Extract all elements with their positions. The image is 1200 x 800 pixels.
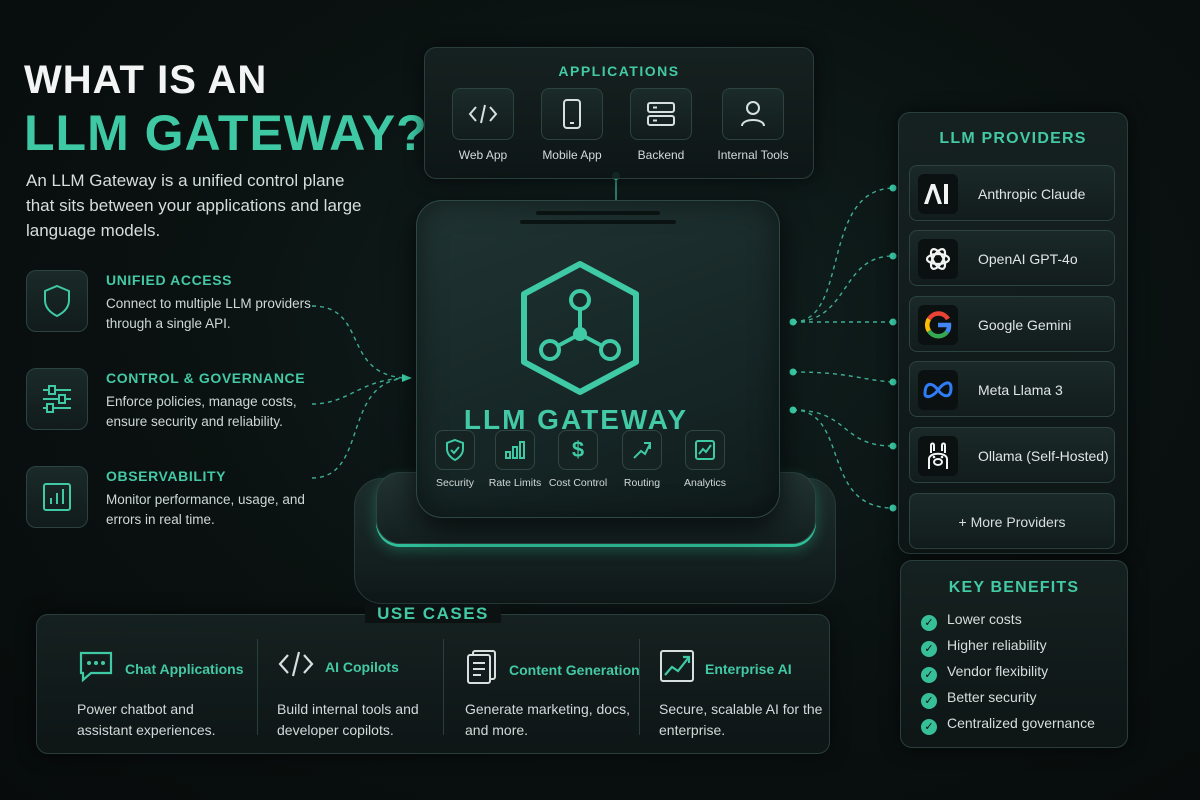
gateway-title: LLM GATEWAY <box>463 404 689 435</box>
shield-check-icon <box>435 430 475 470</box>
app-label: Backend <box>637 148 685 162</box>
page-title-line2: LLM GATEWAY? <box>24 105 428 161</box>
ollama-logo <box>918 436 958 476</box>
use-case-title: Enterprise AI <box>705 660 792 677</box>
use-case-desc: Generate marketing, docs, and more. <box>465 701 630 738</box>
feature-unified-access: UNIFIED ACCESS Connect to multiple LLM p… <box>26 270 316 350</box>
provider-meta[interactable]: Meta Llama 3 <box>909 361 1115 417</box>
route-icon <box>622 430 662 470</box>
bars-icon <box>495 430 535 470</box>
dollar-icon: $ <box>558 430 598 470</box>
feature-desc: Connect to multiple LLM providers throug… <box>106 296 311 331</box>
check-icon: ✓ <box>921 693 937 709</box>
smartphone-icon <box>541 88 603 140</box>
check-icon: ✓ <box>921 641 937 657</box>
app-label: Internal Tools <box>717 148 789 162</box>
use-cases-panel: Chat Applications Power chatbot and assi… <box>36 614 830 754</box>
code-icon <box>452 88 514 140</box>
use-case-title: AI Copilots <box>325 658 399 675</box>
page-title-line1: WHAT IS AN <box>24 58 268 102</box>
feature-title: CONTROL & GOVERNANCE <box>106 370 306 386</box>
app-mobile[interactable]: Mobile App <box>529 88 615 162</box>
check-icon: ✓ <box>921 615 937 631</box>
gateway-feature-cost-control: $ Cost Control <box>543 430 613 489</box>
use-case-title: Chat Applications <box>125 660 244 677</box>
document-icon <box>465 649 499 690</box>
server-icon <box>630 88 692 140</box>
use-cases-title: USE CASES <box>36 604 830 624</box>
gateway-feature-rate-limits: Rate Limits <box>480 430 550 489</box>
more-providers-label: + More Providers <box>958 514 1066 530</box>
provider-google[interactable]: Google Gemini <box>909 296 1115 352</box>
providers-panel: LLM PROVIDERS Anthropic Claude OpenAI GP… <box>898 112 1128 554</box>
gateway-feature-security: Security <box>420 430 490 489</box>
provider-name: Anthropic Claude <box>978 186 1086 202</box>
shield-icon <box>26 270 88 332</box>
code-icon <box>277 649 315 684</box>
trend-chart-icon <box>659 649 695 688</box>
gateway-feature-label: Cost Control <box>548 477 608 489</box>
benefit-item: ✓Higher reliability <box>921 637 1047 657</box>
provider-ollama[interactable]: Ollama (Self-Hosted) <box>909 427 1115 483</box>
benefits-panel: KEY BENEFITS ✓Lower costs ✓Higher reliab… <box>900 560 1128 748</box>
intro-text: An LLM Gateway is a unified control plan… <box>26 171 362 240</box>
user-icon <box>722 88 784 140</box>
benefit-item: ✓Better security <box>921 689 1036 709</box>
gateway-feature-label: Rate Limits <box>488 477 542 489</box>
google-logo <box>918 305 958 345</box>
divider <box>443 639 444 735</box>
benefits-title: KEY BENEFITS <box>948 579 1080 596</box>
providers-title: LLM PROVIDERS <box>939 130 1087 147</box>
provider-name: OpenAI GPT-4o <box>978 251 1078 267</box>
app-internal-tools[interactable]: Internal Tools <box>707 88 799 162</box>
openai-logo <box>918 239 958 279</box>
gateway-feature-label: Routing <box>623 477 661 489</box>
gateway-feature-label: Analytics <box>683 477 726 489</box>
divider <box>639 639 640 735</box>
app-label: Web App <box>458 148 508 162</box>
provider-openai[interactable]: OpenAI GPT-4o <box>909 230 1115 286</box>
applications-panel: APPLICATIONS Web App Mobile App Backend … <box>424 47 814 179</box>
feature-title: UNIFIED ACCESS <box>106 272 233 288</box>
sliders-icon <box>26 368 88 430</box>
applications-title: APPLICATIONS <box>558 63 680 79</box>
use-case-desc: Secure, scalable AI for the enterprise. <box>659 701 823 738</box>
more-providers-button[interactable]: + More Providers <box>909 493 1115 549</box>
feature-observability: OBSERVABILITY Monitor performance, usage… <box>26 466 316 546</box>
meta-logo <box>918 370 958 410</box>
feature-control-governance: CONTROL & GOVERNANCE Enforce policies, m… <box>26 368 316 448</box>
gateway-slot <box>536 211 660 215</box>
check-icon: ✓ <box>921 667 937 683</box>
provider-anthropic[interactable]: Anthropic Claude <box>909 165 1115 221</box>
feature-desc: Monitor performance, usage, and errors i… <box>106 492 305 527</box>
provider-name: Google Gemini <box>978 317 1072 333</box>
hexagon-network-icon <box>521 261 639 395</box>
benefit-item: ✓Centralized governance <box>921 715 1095 735</box>
bar-chart-icon <box>26 466 88 528</box>
gateway-slot <box>520 220 676 224</box>
use-case-title: Content Generation <box>509 661 640 678</box>
use-case-desc: Power chatbot and assistant experiences. <box>77 701 216 738</box>
app-label: Mobile App <box>542 148 602 162</box>
provider-name: Meta Llama 3 <box>978 382 1063 398</box>
gateway-feature-routing: Routing <box>607 430 677 489</box>
gateway-feature-label: Security <box>436 477 474 489</box>
analytics-icon <box>685 430 725 470</box>
gateway-feature-analytics: Analytics <box>670 430 740 489</box>
provider-name: Ollama (Self-Hosted) <box>978 448 1109 464</box>
benefit-item: ✓Vendor flexibility <box>921 663 1048 683</box>
benefit-item: ✓Lower costs <box>921 611 1022 631</box>
chat-icon <box>77 649 115 688</box>
anthropic-logo <box>918 174 958 214</box>
divider <box>257 639 258 735</box>
app-backend[interactable]: Backend <box>618 88 704 162</box>
use-case-desc: Build internal tools and developer copil… <box>277 701 419 738</box>
feature-desc: Enforce policies, manage costs, ensure s… <box>106 394 297 429</box>
check-icon: ✓ <box>921 719 937 735</box>
app-web[interactable]: Web App <box>440 88 526 162</box>
feature-title: OBSERVABILITY <box>106 468 227 484</box>
